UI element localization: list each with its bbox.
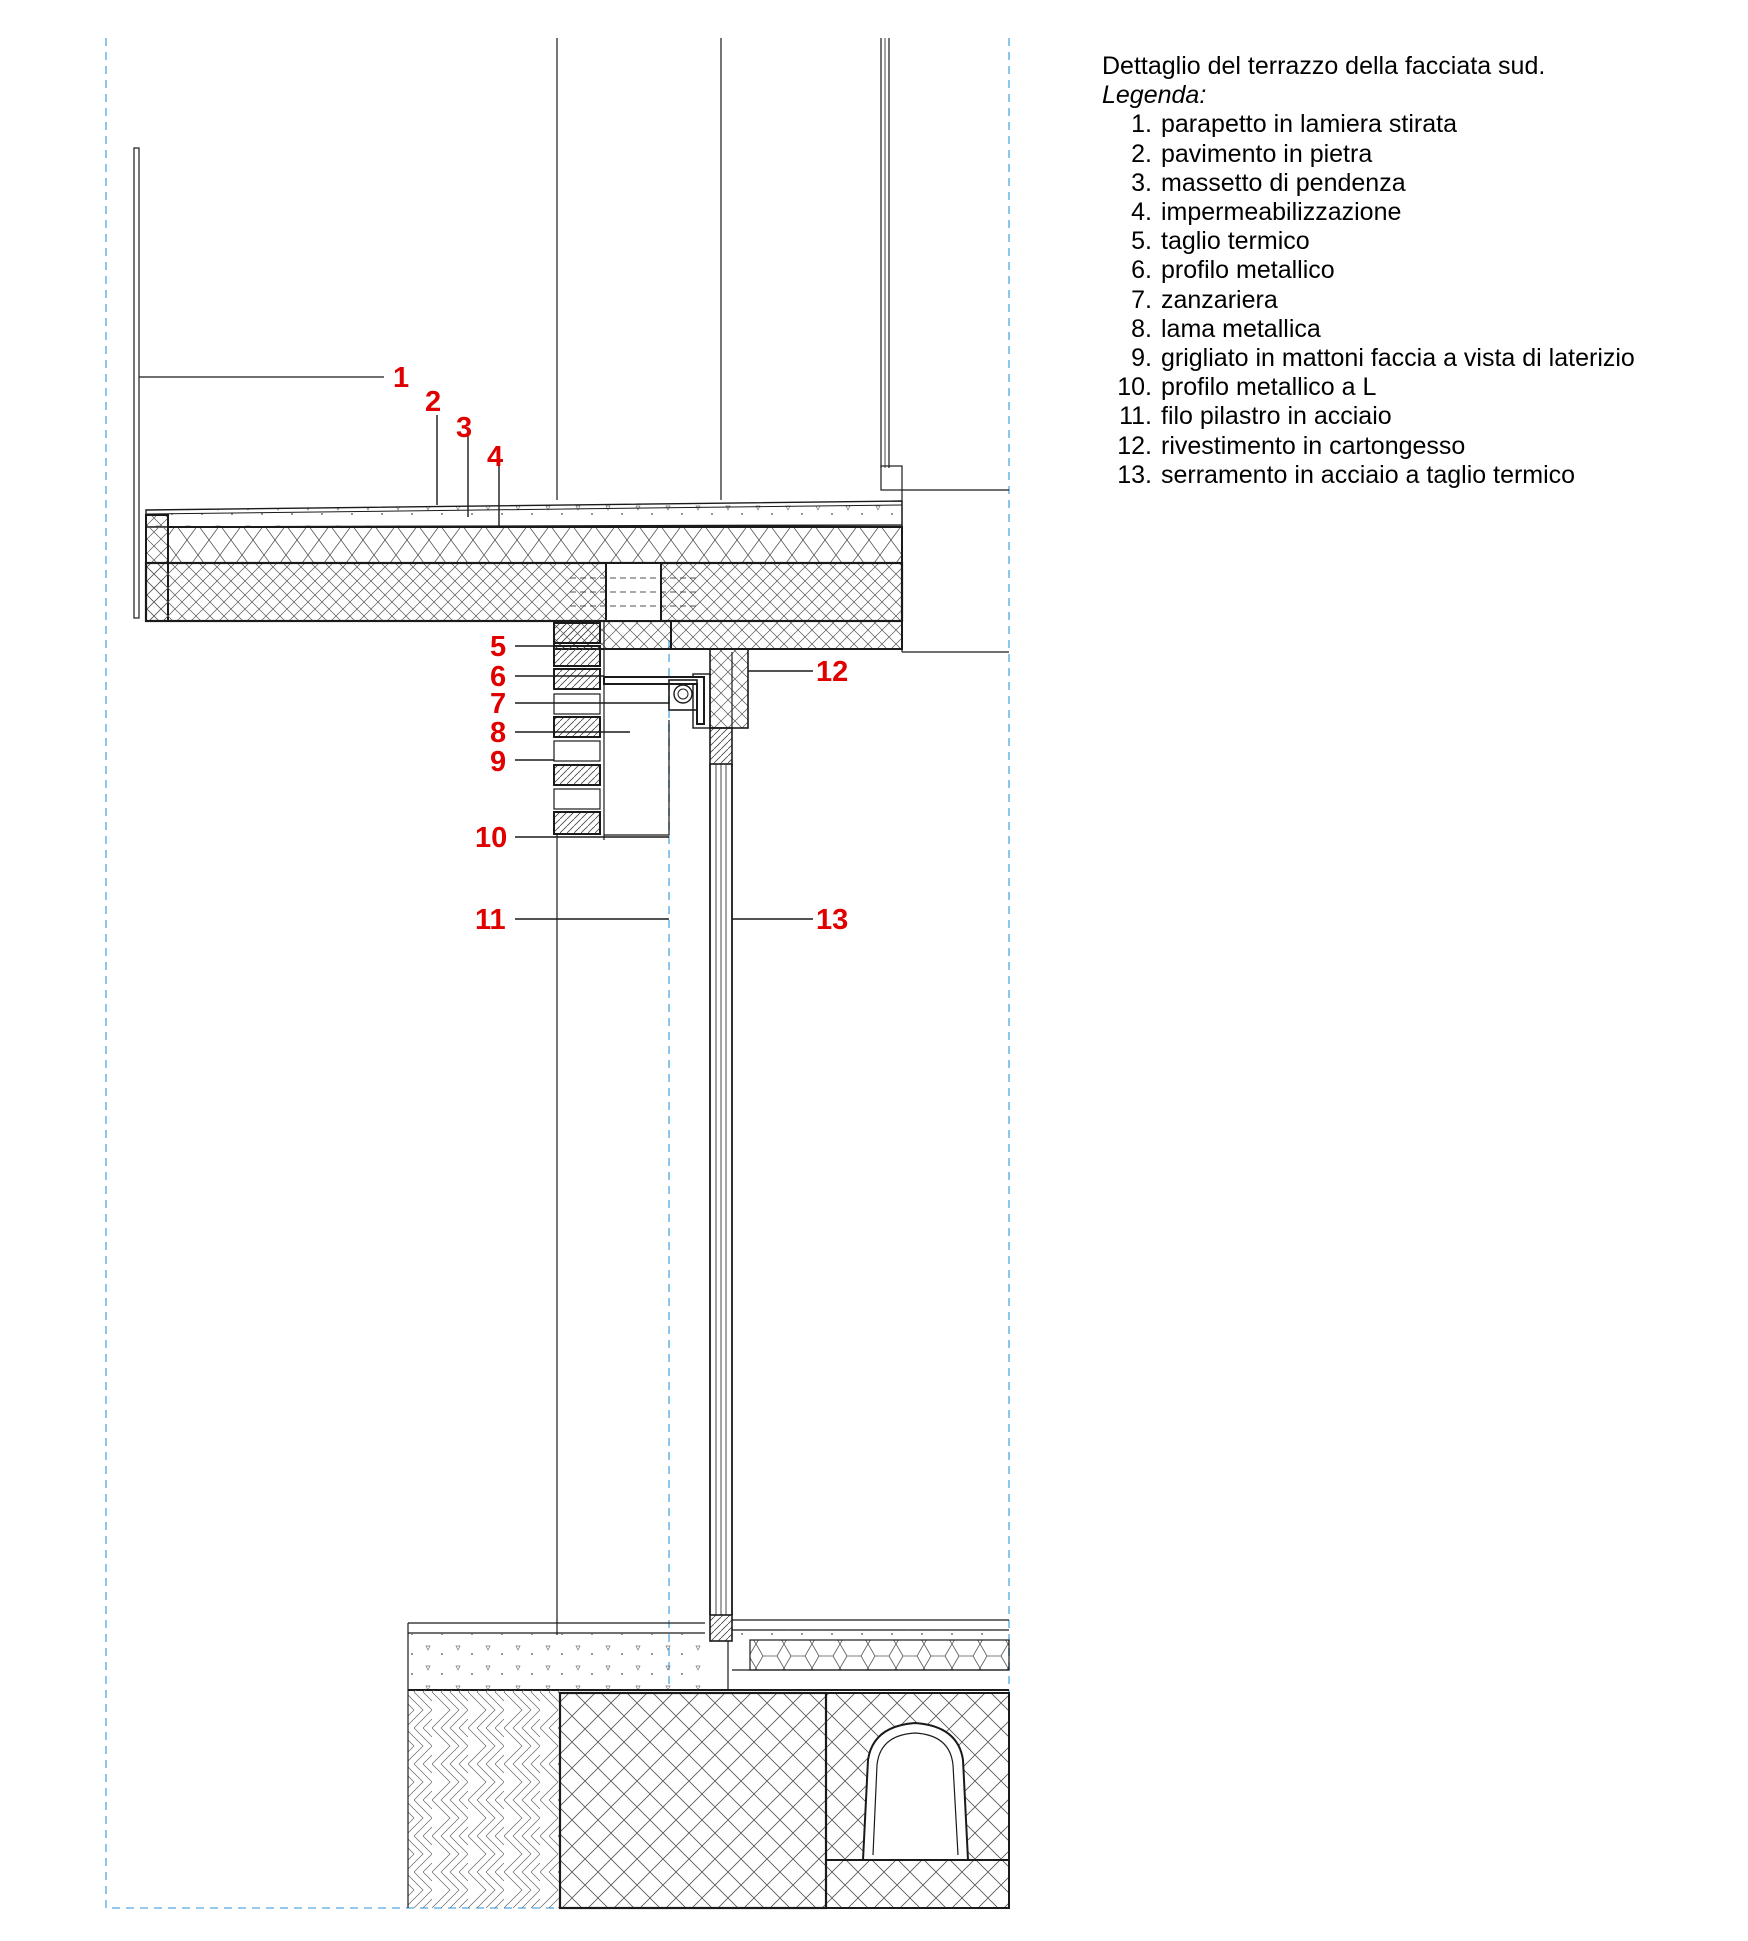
legend-title: Dettaglio del terrazzo della facciata su… xyxy=(1102,52,1546,80)
legend-item-number: 11. xyxy=(1119,402,1152,431)
legend-subtitle: Legenda: xyxy=(1102,81,1207,110)
legend-item-number: 5. xyxy=(1131,227,1152,256)
legend-item-text: profilo metallico xyxy=(1161,256,1335,285)
legend-item: 10. profilo metallico a L xyxy=(1102,373,1722,402)
legend-item-number: 3. xyxy=(1131,168,1152,197)
legend-item: 12. rivestimento in cartongesso xyxy=(1102,432,1722,461)
legend-item-text: profilo metallico a L xyxy=(1161,373,1377,402)
callout-12: 12 xyxy=(816,656,848,688)
callout-10: 10 xyxy=(475,822,507,854)
legend-item-number: 7. xyxy=(1131,285,1152,314)
callout-labels: 1 2 3 4 5 6 7 8 9 10 11 12 13 xyxy=(393,362,848,936)
callout-4: 4 xyxy=(487,441,503,473)
legend-item: 3. massetto di pendenza xyxy=(1102,169,1722,198)
callout-11: 11 xyxy=(475,904,506,936)
legend-item: 6. profilo metallico xyxy=(1102,256,1722,285)
legend-item-text: impermeabilizzazione xyxy=(1161,198,1402,227)
legend-item-text: pavimento in pietra xyxy=(1161,139,1373,168)
legend-item-number: 8. xyxy=(1131,314,1152,343)
section-linework xyxy=(133,38,1010,1910)
legend-item-number: 1. xyxy=(1131,110,1152,139)
legend-item-number: 13. xyxy=(1117,460,1152,489)
callout-1: 1 xyxy=(393,362,409,394)
callout-2: 2 xyxy=(425,386,441,418)
legend-item: 5. taglio termico xyxy=(1102,227,1722,256)
legend-list: 1. parapetto in lamiera stirata 2. pavimen… xyxy=(1102,110,1722,490)
legend-item-text: serramento in acciaio a taglio termico xyxy=(1161,460,1576,489)
legend-item-text: zanzariera xyxy=(1161,285,1278,314)
callout-6: 6 xyxy=(490,661,506,693)
legend-item-text: grigliato in mattoni faccia a vista di l… xyxy=(1161,344,1635,373)
legend-item-number: 10. xyxy=(1117,373,1152,402)
callout-7: 7 xyxy=(490,688,506,720)
legend-item-number: 6. xyxy=(1131,256,1152,285)
legend-item-text: massetto di pendenza xyxy=(1161,168,1406,197)
legend-item-text: taglio termico xyxy=(1161,227,1310,256)
legend-item: 2. pavimento in pietra xyxy=(1102,140,1722,169)
legend-item: 9. grigliato in mattoni faccia a vista di… xyxy=(1102,344,1722,373)
legend-item-number: 4. xyxy=(1131,198,1152,227)
legend-item-text: parapetto in lamiera stirata xyxy=(1161,110,1457,139)
callout-8: 8 xyxy=(490,717,506,749)
legend-item: 4. impermeabilizzazione xyxy=(1102,198,1722,227)
callout-9: 9 xyxy=(490,746,506,778)
legend-item-text: rivestimento in cartongesso xyxy=(1161,431,1466,460)
callout-5: 5 xyxy=(490,631,506,663)
legend-item: 11. filo pilastro in acciaio xyxy=(1102,402,1722,431)
legend: Dettaglio del terrazzo della facciata su… xyxy=(1102,52,1722,490)
legend-item-number: 9. xyxy=(1131,344,1152,373)
legend-item-number: 12. xyxy=(1117,431,1152,460)
legend-item: 8. lama metallica xyxy=(1102,315,1722,344)
callout-3: 3 xyxy=(456,412,472,444)
callout-13: 13 xyxy=(816,904,848,936)
legend-item-text: lama metallica xyxy=(1161,314,1321,343)
legend-item-number: 2. xyxy=(1131,139,1152,168)
legend-item: 7. zanzariera xyxy=(1102,286,1722,315)
legend-item: 13. serramento in acciaio a taglio termic… xyxy=(1102,461,1722,490)
legend-item: 1. parapetto in lamiera stirata xyxy=(1102,110,1722,139)
legend-item-text: filo pilastro in acciaio xyxy=(1161,402,1392,431)
